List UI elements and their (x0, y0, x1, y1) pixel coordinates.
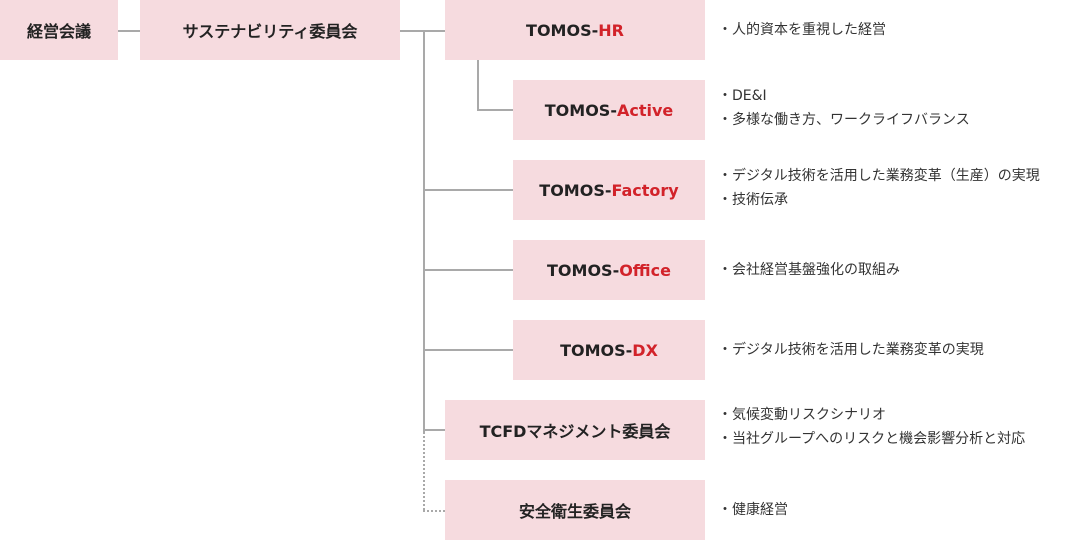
connector-trunk-dotted (423, 432, 425, 510)
notes-active: ・DE&I ・多様な働き方、ワークライフバランス (718, 84, 970, 132)
unit-suffix: Active (616, 100, 674, 120)
connector-committee-trunk (400, 30, 445, 32)
connector-factory (423, 189, 513, 191)
connector-dx (423, 349, 513, 351)
unit-suffix: Factory (611, 180, 679, 200)
unit-box-safety: 安全衛生委員会 (445, 480, 705, 540)
notes-hr: ・人的資本を重視した経営 (718, 18, 886, 42)
notes-office: ・会社経営基盤強化の取組み (718, 258, 900, 282)
notes-dx: ・デジタル技術を活用した業務変革の実現 (718, 338, 984, 362)
connector-trunk (423, 30, 425, 432)
note-item: ・デジタル技術を活用した業務変革の実現 (718, 342, 984, 358)
unit-prefix: TOMOS- (539, 180, 612, 200)
unit-prefix: TOMOS- (544, 100, 617, 120)
note-item: ・DE&I (718, 88, 767, 104)
connector-hr-active (477, 60, 479, 111)
connector-office (423, 269, 513, 271)
notes-tcfd: ・気候変動リスクシナリオ ・当社グループへのリスクと機会影響分析と対応 (718, 403, 1025, 451)
note-item: ・健康経営 (718, 502, 788, 518)
note-item: ・多様な働き方、ワークライフバランス (718, 112, 970, 128)
unit-suffix: HR (598, 20, 624, 40)
unit-suffix: DX (632, 340, 658, 360)
connector-active (477, 109, 513, 111)
note-item: ・当社グループへのリスクと機会影響分析と対応 (718, 431, 1026, 447)
note-item: ・技術伝承 (718, 192, 788, 208)
connector-tcfd (423, 429, 445, 431)
unit-box-hr: TOMOS-HR (445, 0, 705, 60)
note-item: ・気候変動リスクシナリオ (718, 407, 886, 423)
note-item: ・デジタル技術を活用した業務変革（生産）の実現 (718, 168, 1040, 184)
unit-prefix: TOMOS- (526, 20, 599, 40)
unit-suffix: Office (619, 260, 671, 280)
unit-box-factory: TOMOS-Factory (513, 160, 705, 220)
notes-safety: ・健康経営 (718, 498, 788, 522)
unit-prefix: TOMOS- (560, 340, 633, 360)
connector-safety-dotted (423, 510, 445, 512)
board-box: 経営会議 (0, 0, 118, 60)
unit-box-tcfd: TCFDマネジメント委員会 (445, 400, 705, 460)
notes-factory: ・デジタル技術を活用した業務変革（生産）の実現 ・技術伝承 (718, 164, 1040, 212)
connector-board-committee (118, 30, 140, 32)
note-item: ・会社経営基盤強化の取組み (718, 262, 900, 278)
committee-box: サステナビリティ委員会 (140, 0, 400, 60)
unit-prefix: TOMOS- (547, 260, 620, 280)
unit-box-office: TOMOS-Office (513, 240, 705, 300)
unit-box-dx: TOMOS-DX (513, 320, 705, 380)
note-item: ・人的資本を重視した経営 (718, 22, 886, 38)
unit-box-active: TOMOS-Active (513, 80, 705, 140)
